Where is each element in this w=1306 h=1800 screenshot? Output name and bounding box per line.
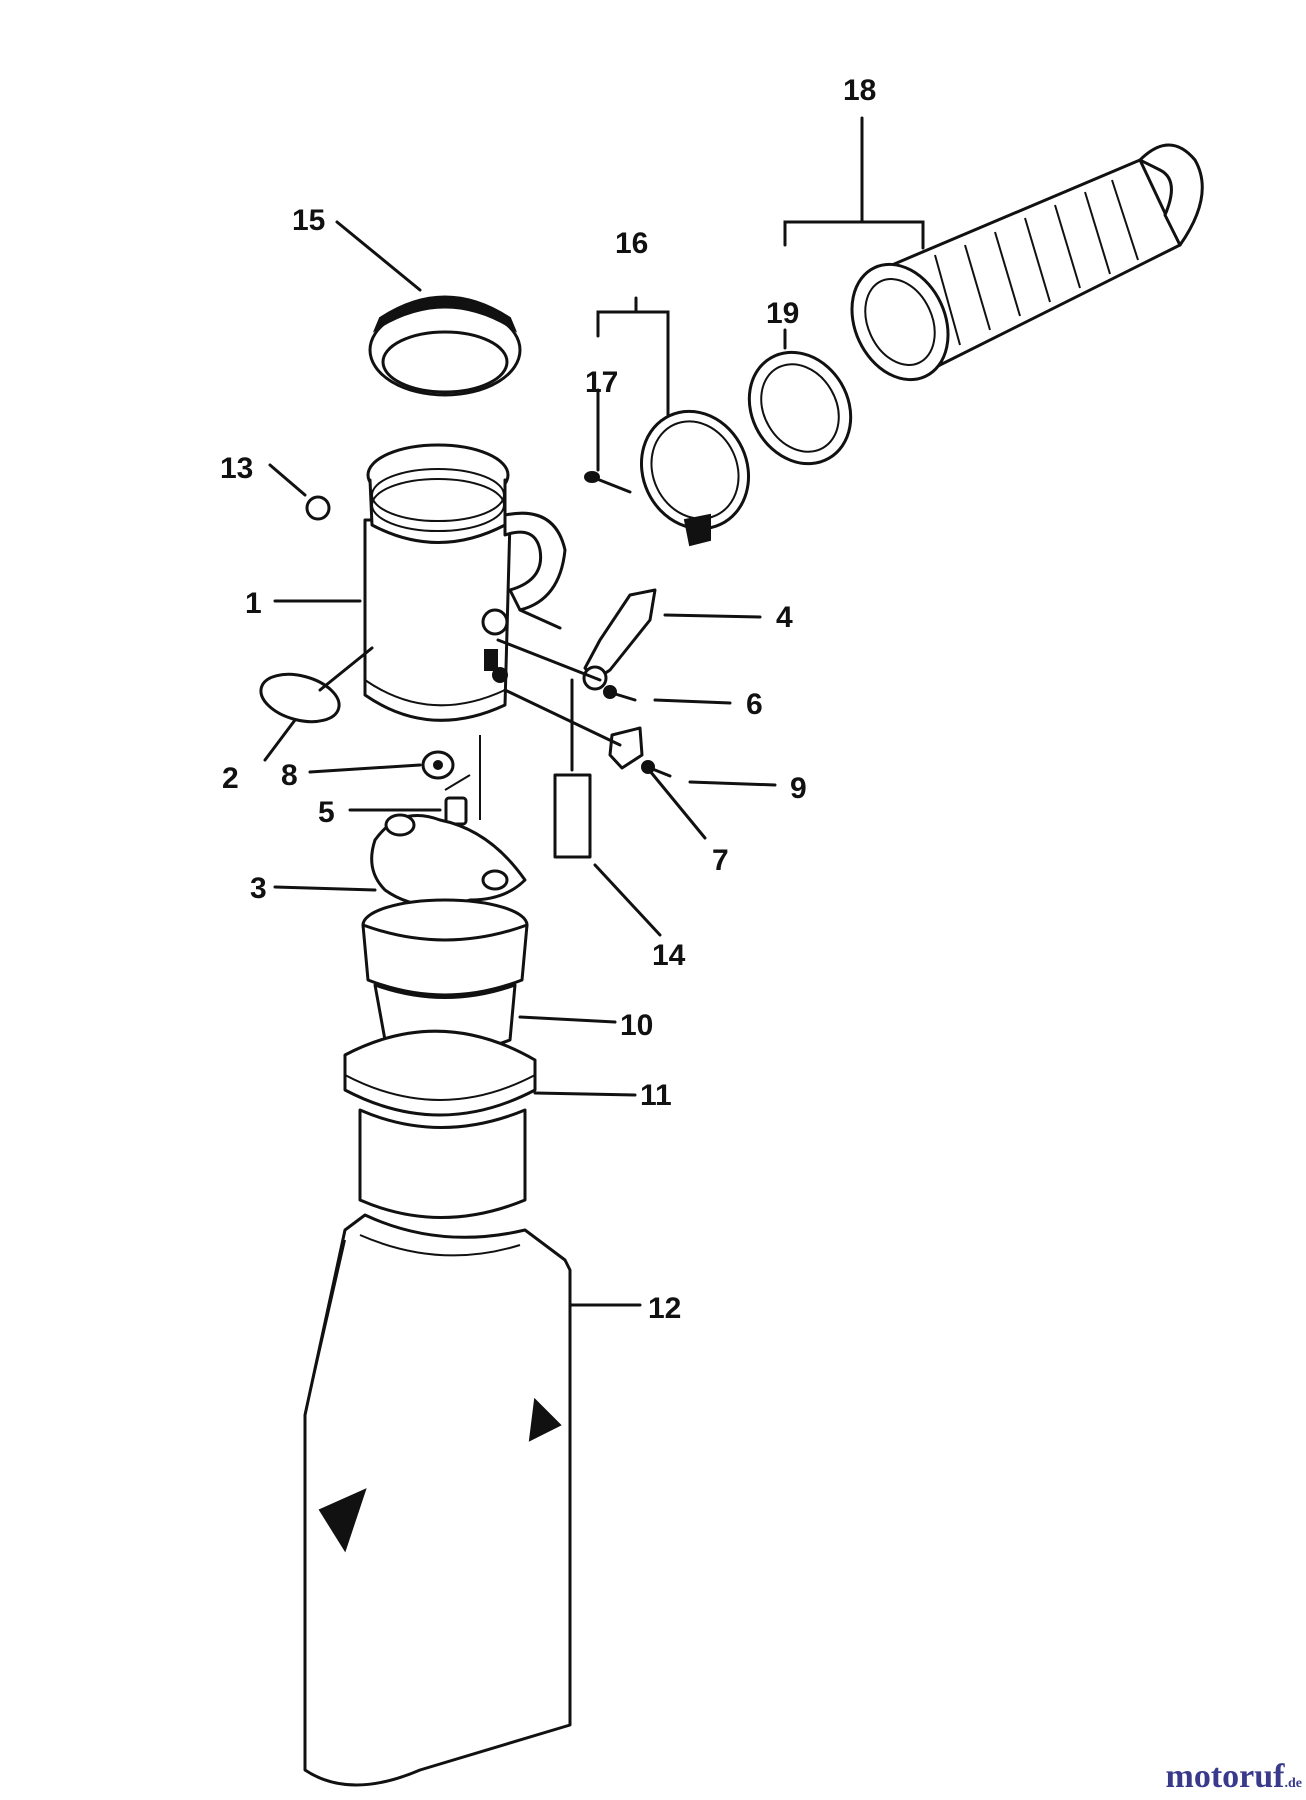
callout-1: 1 bbox=[245, 587, 262, 620]
part-7-bracket bbox=[608, 726, 644, 770]
part-14-plate bbox=[553, 773, 592, 859]
callout-2: 2 bbox=[222, 762, 239, 795]
callout-11: 11 bbox=[640, 1079, 672, 1112]
callout-5: 5 bbox=[318, 796, 335, 829]
callout-10: 10 bbox=[620, 1009, 653, 1042]
callout-6: 6 bbox=[746, 688, 763, 721]
part-12-nozzle bbox=[303, 1108, 572, 1787]
watermark-text: motoruf bbox=[1165, 1758, 1285, 1795]
part-11-clamp bbox=[343, 1029, 537, 1117]
callout-14: 14 bbox=[652, 939, 686, 972]
part-16-hose-clamp bbox=[639, 409, 751, 547]
callout-9: 9 bbox=[790, 772, 807, 805]
callout-13: 13 bbox=[220, 452, 253, 485]
callout-3: 3 bbox=[250, 872, 267, 905]
callout-19: 19 bbox=[766, 297, 799, 330]
callout-12: 12 bbox=[648, 1292, 681, 1325]
part-17-screw bbox=[584, 471, 632, 494]
part-6-screw bbox=[603, 685, 637, 702]
part-13-ball bbox=[305, 495, 331, 521]
part-4-lever bbox=[582, 588, 657, 691]
leader-lines bbox=[263, 116, 925, 1307]
part-8-washer bbox=[421, 750, 455, 780]
part-18-flexible-hose bbox=[850, 143, 1204, 382]
part-2-oval-plate bbox=[259, 672, 341, 724]
callout-4: 4 bbox=[776, 601, 793, 634]
part-19-ring bbox=[747, 350, 853, 466]
watermark-tld: .de bbox=[1284, 1776, 1303, 1791]
part-15-ring bbox=[368, 295, 522, 397]
callout-8: 8 bbox=[281, 759, 298, 792]
callout-15: 15 bbox=[292, 204, 325, 237]
part-3-cap bbox=[370, 813, 527, 908]
callout-17: 17 bbox=[585, 366, 618, 399]
callout-7: 7 bbox=[712, 844, 729, 877]
part-10-collar bbox=[361, 898, 529, 1054]
callout-16: 16 bbox=[615, 227, 648, 260]
part-1-housing bbox=[363, 443, 567, 722]
callout-18: 18 bbox=[843, 74, 876, 107]
part-5-clip bbox=[444, 796, 468, 826]
callout-labels: 1 2 3 4 5 6 7 8 9 10 11 12 13 14 15 16 1… bbox=[220, 74, 876, 1325]
watermark-logo: motoruf.de bbox=[1166, 1758, 1302, 1796]
